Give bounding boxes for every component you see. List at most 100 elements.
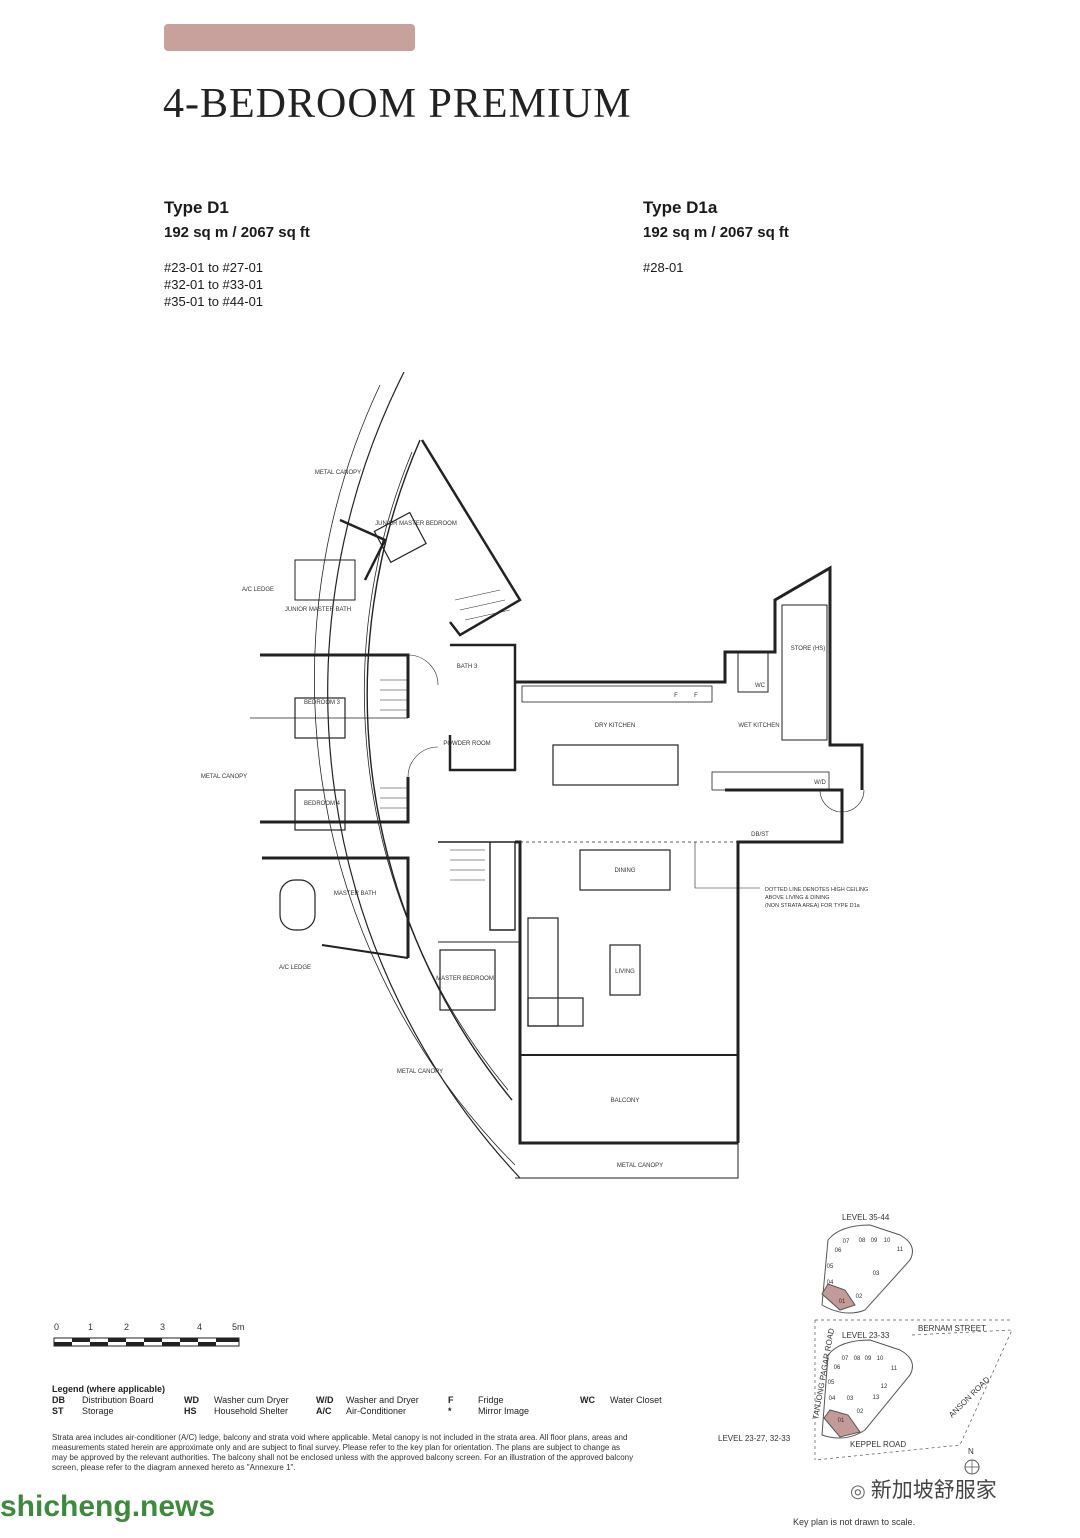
svg-text:2: 2 xyxy=(124,1322,129,1332)
highlight-unit xyxy=(823,1409,861,1438)
svg-text:07: 07 xyxy=(842,1356,849,1362)
room-label: JUNIOR MASTER BATH xyxy=(285,607,351,613)
room-label: BEDROOM 3 xyxy=(304,700,341,706)
legend-abbr: ST xyxy=(52,1406,64,1416)
unit-range: #28-01 xyxy=(643,260,684,275)
legend-desc: Fridge xyxy=(478,1395,504,1405)
legend-desc: Household Shelter xyxy=(214,1406,289,1416)
room-label: A/C LEDGE xyxy=(279,965,311,971)
svg-text:05: 05 xyxy=(827,1264,834,1270)
dotted-note-line: ABOVE LIVING & DINING xyxy=(765,895,830,901)
svg-text:01: 01 xyxy=(838,1418,845,1424)
room-label: DRY KITCHEN xyxy=(595,723,635,729)
road-label: ANSON ROAD xyxy=(947,1375,992,1420)
scale-labels: 0 1 2 3 4 5m xyxy=(54,1322,245,1332)
room-label: METAL CANOPY xyxy=(397,1069,443,1075)
unit-list: #23-01 to #27-01 #32-01 to #33-01 #35-01… xyxy=(164,259,310,310)
legend-abbr: F xyxy=(448,1395,454,1405)
legend-desc: Distribution Board xyxy=(82,1395,154,1405)
type-d1a-block: Type D1a 192 sq m / 2067 sq ft #28-01 xyxy=(643,198,789,276)
svg-text:03: 03 xyxy=(847,1396,854,1402)
svg-text:10: 10 xyxy=(884,1238,891,1244)
room-label: METAL CANOPY xyxy=(201,774,247,780)
key-plan-labels: LEVEL 35-44 LEVEL 23-33 LEVEL 23-27, 32-… xyxy=(718,1213,992,1456)
scale-bar: 0 1 2 3 4 5m xyxy=(52,1320,252,1357)
type-area: 192 sq m / 2067 sq ft xyxy=(164,224,310,241)
svg-text:05: 05 xyxy=(828,1380,835,1386)
type-name: Type D1 xyxy=(164,198,229,217)
room-label: A/C LEDGE xyxy=(242,587,274,593)
accent-bar xyxy=(164,24,415,51)
room-label: WC xyxy=(755,683,766,689)
svg-text:02: 02 xyxy=(857,1409,864,1415)
svg-text:3: 3 xyxy=(160,1322,165,1332)
wechat-icon: ◎ xyxy=(850,1481,871,1501)
svg-text:11: 11 xyxy=(897,1247,904,1253)
road-label: BERNAM STREET xyxy=(918,1324,986,1333)
road-label: KEPPEL ROAD xyxy=(850,1440,906,1449)
legend-desc: Washer and Dryer xyxy=(346,1395,419,1405)
svg-text:03: 03 xyxy=(873,1271,880,1277)
room-label: DB/ST xyxy=(751,832,769,838)
key-level-label: LEVEL 35-44 xyxy=(842,1213,890,1222)
room-label: METAL CANOPY xyxy=(315,470,361,476)
unit-range: #32-01 to #33-01 xyxy=(164,277,264,292)
room-label: F xyxy=(694,693,698,699)
svg-text:4: 4 xyxy=(197,1322,202,1332)
room-label: LIVING xyxy=(615,969,635,975)
highlight-unit xyxy=(821,1283,856,1311)
key-plan xyxy=(814,1224,1013,1475)
svg-text:13: 13 xyxy=(873,1395,880,1401)
legend-abbr: DB xyxy=(52,1395,65,1405)
svg-text:09: 09 xyxy=(871,1238,878,1244)
room-label: STORE (HS) xyxy=(791,646,826,652)
key-level-label: LEVEL 23-27, 32-33 xyxy=(718,1434,791,1443)
room-label: METAL CANOPY xyxy=(617,1163,663,1169)
legend-abbr: WC xyxy=(580,1395,595,1405)
svg-text:06: 06 xyxy=(834,1365,841,1371)
room-label: W/D xyxy=(814,780,826,786)
watermark-site: shicheng.news xyxy=(0,1490,216,1523)
room-label: MASTER BATH xyxy=(334,891,376,897)
svg-text:04: 04 xyxy=(827,1280,834,1286)
key-plan-note: Key plan is not drawn to scale. xyxy=(793,1517,916,1527)
svg-text:02: 02 xyxy=(856,1294,863,1300)
room-label: F xyxy=(674,693,678,699)
room-label: POWDER ROOM xyxy=(443,741,490,747)
legend: Legend (where applicable) DB Distributio… xyxy=(52,1384,664,1417)
unit-range: #23-01 to #27-01 xyxy=(164,260,264,275)
svg-text:5m: 5m xyxy=(232,1322,245,1332)
legend-abbr: A/C xyxy=(316,1406,332,1416)
key-unit-numbers: 08 09 10 07 06 11 05 03 04 02 01 08 09 1… xyxy=(827,1238,904,1424)
north-arrow-label: N xyxy=(968,1447,974,1456)
room-label: BATH 3 xyxy=(457,664,478,670)
legend-desc: Air-Conditioner xyxy=(346,1406,407,1416)
svg-text:12: 12 xyxy=(881,1384,888,1390)
legend-desc: Washer cum Dryer xyxy=(214,1395,289,1405)
page-title: 4-BEDROOM PREMIUM xyxy=(163,81,632,127)
legend-abbr: * xyxy=(448,1406,452,1416)
legend-abbr: WD xyxy=(184,1395,199,1405)
key-level-label: LEVEL 23-33 xyxy=(842,1331,890,1340)
disclaimer-text: Strata area includes air-conditioner (A/… xyxy=(52,1433,634,1472)
watermark-account-text: 新加坡舒服家 xyxy=(870,1479,997,1502)
legend-desc: Water Closet xyxy=(610,1395,662,1405)
svg-text:10: 10 xyxy=(877,1356,884,1362)
svg-text:06: 06 xyxy=(835,1248,842,1254)
dotted-note-line: DOTTED LINE DENOTES HIGH CEILING xyxy=(765,887,868,893)
room-label: BEDROOM 4 xyxy=(304,801,341,807)
legend-abbr: HS xyxy=(184,1406,197,1416)
outer-arc xyxy=(327,371,521,1179)
legend-desc: Storage xyxy=(82,1406,114,1416)
svg-text:04: 04 xyxy=(829,1396,836,1402)
svg-text:08: 08 xyxy=(854,1356,861,1362)
legend-title: Legend (where applicable) xyxy=(52,1384,166,1394)
watermark-account: ◎ 新加坡舒服家 xyxy=(850,1474,997,1504)
svg-text:08: 08 xyxy=(859,1238,866,1244)
svg-text:01: 01 xyxy=(839,1299,846,1305)
unit-range: #35-01 to #44-01 xyxy=(164,294,264,309)
room-label: JUNIOR MASTER BEDROOM xyxy=(375,521,457,527)
room-label: MASTER BEDROOM xyxy=(436,976,494,982)
svg-text:11: 11 xyxy=(891,1366,898,1372)
svg-text:09: 09 xyxy=(865,1356,872,1362)
